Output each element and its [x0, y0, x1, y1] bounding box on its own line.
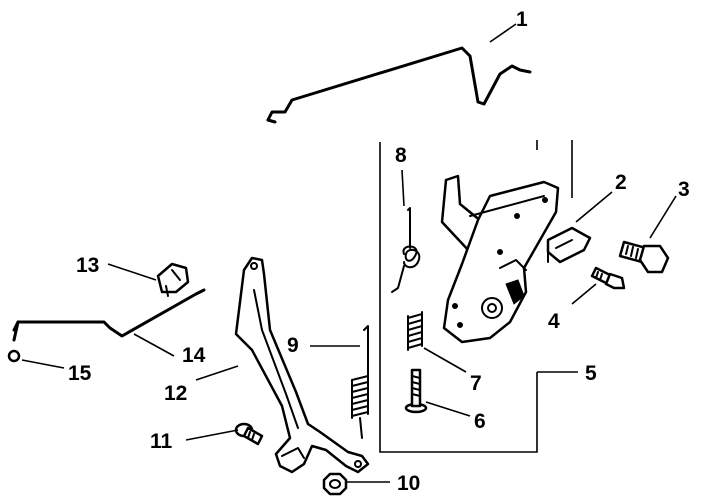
callout-labels: 1 2 3 4 5 6 7 8 9 10 11 12 13 14 15 — [68, 8, 690, 495]
callout-4: 4 — [548, 310, 560, 333]
callout-12: 12 — [164, 382, 187, 405]
callout-3: 3 — [678, 178, 690, 201]
part-8-spring — [391, 207, 421, 293]
callout-9: 9 — [287, 334, 299, 357]
callout-1: 1 — [516, 8, 528, 31]
callout-10: 10 — [397, 472, 420, 495]
part-6-screw — [404, 368, 428, 414]
leader-lines — [21, 23, 677, 483]
callout-8: 8 — [395, 144, 407, 167]
part-1-governor-rod — [266, 46, 532, 124]
part-12-control-lever — [234, 256, 370, 474]
part-13-clip — [156, 262, 190, 297]
part-3-hex-bolt — [618, 240, 670, 274]
callout-6: 6 — [474, 410, 486, 433]
part-15-bushing — [7, 349, 21, 363]
part-9-spring — [351, 325, 369, 439]
part-5-control-plate — [440, 174, 560, 344]
callout-2: 2 — [615, 171, 627, 194]
part-4-screw — [590, 266, 626, 290]
callout-5: 5 — [585, 362, 597, 385]
callout-15: 15 — [68, 362, 92, 385]
assembly-bracket-outline — [379, 140, 573, 453]
part-10-nut — [322, 472, 348, 496]
callout-14: 14 — [182, 344, 206, 367]
part-14-link-rod — [12, 288, 206, 342]
callout-13: 13 — [76, 254, 99, 277]
part-7-spring — [407, 311, 423, 351]
callout-7: 7 — [470, 372, 482, 395]
part-11-bolt — [234, 422, 264, 446]
part-2-clip — [546, 226, 592, 264]
callout-11: 11 — [150, 430, 173, 453]
